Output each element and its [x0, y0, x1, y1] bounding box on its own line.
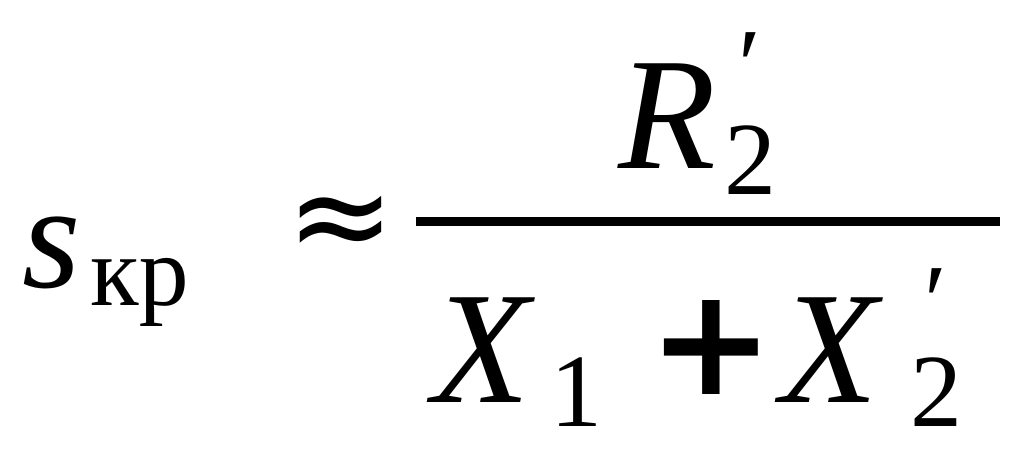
denominator-reactance1-subscript: 1	[550, 334, 602, 449]
slip-variable: s	[22, 154, 81, 320]
denominator-prime-mark: ′	[924, 244, 947, 359]
numerator-prime-mark: ′	[738, 8, 761, 123]
fraction-bar	[416, 217, 1000, 226]
numerator-resistance-subscript: 2	[724, 102, 776, 217]
denominator-reactance2-subscript: 2	[910, 334, 962, 449]
numerator-resistance-symbol: R	[618, 25, 716, 203]
denominator-reactance2-symbol: X	[780, 259, 878, 437]
slip-subscript: кр	[90, 216, 189, 327]
plus-sign: +	[648, 256, 774, 430]
approx-equal-sign: ≈	[286, 139, 395, 291]
denominator-reactance1-symbol: X	[432, 259, 530, 437]
